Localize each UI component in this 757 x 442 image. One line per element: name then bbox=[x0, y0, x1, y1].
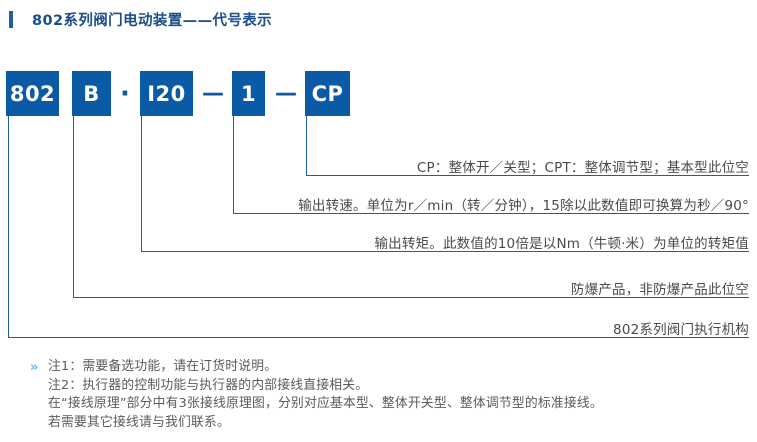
connector-vertical-control bbox=[306, 116, 308, 176]
footnote-line-4: 若需要其它接线请与我们联系。 bbox=[48, 414, 230, 430]
connector-horizontal-torque bbox=[141, 251, 749, 253]
description-explosion: 防爆产品，非防爆产品此位空 bbox=[570, 282, 749, 298]
footnote-line-2: 注2：执行器的控制功能与执行器的内部接线直接相关。 bbox=[48, 377, 369, 393]
description-torque: 输出转矩。此数值的10倍是以Nm（牛顿·米）为单位的转矩值 bbox=[374, 236, 749, 252]
title-accent-bar bbox=[9, 10, 13, 28]
double-chevron-icon: » bbox=[30, 360, 39, 375]
code-box-control[interactable]: CP bbox=[305, 71, 350, 116]
page-title-row: 802系列阀门电动装置——代号表示 bbox=[0, 8, 272, 30]
separator-dot: · bbox=[120, 78, 130, 109]
connector-vertical-series bbox=[8, 116, 10, 338]
footnotes-block: » 注1：需要备选功能，请在订货时说明。 注2：执行器的控制功能与执行器的内部接… bbox=[30, 358, 603, 432]
separator-dash-1: — bbox=[202, 81, 224, 106]
connector-horizontal-explosion bbox=[73, 297, 749, 299]
code-box-series[interactable]: 802 bbox=[6, 71, 59, 116]
connector-horizontal-control bbox=[306, 175, 749, 177]
connector-horizontal-series bbox=[8, 337, 749, 339]
footnotes-body: 注1：需要备选功能，请在订货时说明。 注2：执行器的控制功能与执行器的内部接线直… bbox=[48, 358, 603, 432]
separator-dash-2: — bbox=[275, 81, 297, 106]
connector-vertical-explosion bbox=[73, 116, 75, 298]
connector-vertical-torque bbox=[141, 116, 143, 252]
page-title: 802系列阀门电动装置——代号表示 bbox=[32, 12, 273, 29]
code-box-explosion[interactable]: B bbox=[72, 71, 111, 116]
description-series: 802系列阀门执行机构 bbox=[613, 322, 749, 338]
connector-vertical-speed bbox=[233, 116, 235, 214]
code-box-speed[interactable]: 1 bbox=[232, 71, 265, 116]
description-speed: 输出转速。单位为r／min（转／分钟），15除以此数值即可换算为秒／90° bbox=[298, 198, 749, 214]
footnote-line-1: 注1：需要备选功能，请在订货时说明。 bbox=[48, 359, 278, 374]
code-box-torque[interactable]: I20 bbox=[140, 71, 193, 116]
footnote-line-3: 在“接线原理”部分中有3张接线原理图，分别对应基本型、整体开关型、整体调节型的标… bbox=[48, 396, 603, 411]
description-control: CP：整体开／关型；CPT：整体调节型；基本型此位空 bbox=[416, 160, 749, 176]
connector-horizontal-speed bbox=[233, 213, 749, 215]
